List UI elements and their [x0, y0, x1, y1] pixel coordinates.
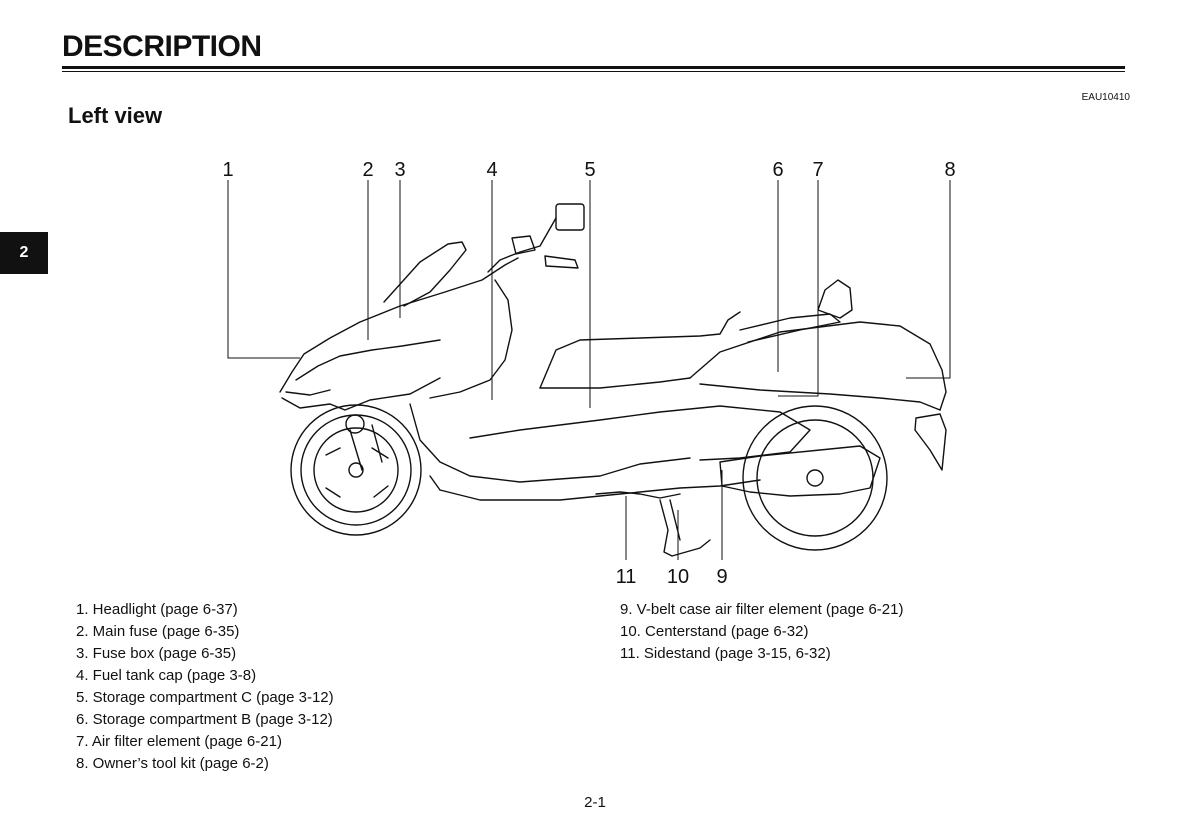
- rear-wheel-tire: [742, 405, 888, 551]
- callout-numbers: 1 2 3 4 5 6 7 8 11 10 9: [222, 159, 955, 588]
- legend-item: 2. Main fuse (page 6-35): [76, 623, 240, 640]
- callout-4: 4: [486, 159, 497, 181]
- callout-8: 8: [944, 159, 955, 181]
- legend-item: 7. Air filter element (page 6-21): [76, 733, 282, 750]
- section-subtitle: Left view: [68, 103, 163, 128]
- callout-6: 6: [772, 159, 783, 181]
- callout-10: 10: [667, 566, 689, 588]
- legend-item: 11. Sidestand (page 3-15, 6-32): [620, 645, 831, 662]
- chapter-tab: 2: [0, 232, 48, 274]
- callout-3: 3: [394, 159, 405, 181]
- page-title: DESCRIPTION: [62, 30, 262, 63]
- title-rule-thin: [62, 71, 1125, 72]
- legend-item: 3. Fuse box (page 6-35): [76, 645, 237, 662]
- callout-7: 7: [812, 159, 823, 181]
- front-wheel-tire: [290, 404, 422, 536]
- legend-item: 5. Storage compartment C (page 3-12): [76, 689, 334, 706]
- callout-1: 1: [222, 159, 233, 181]
- leader-lines: [227, 180, 951, 560]
- legend-left: 1. Headlight (page 6-37) 2. Main fuse (p…: [76, 599, 334, 775]
- callout-5: 5: [584, 159, 595, 181]
- legend-item: 10. Centerstand (page 6-32): [620, 623, 809, 640]
- callout-9: 9: [716, 566, 727, 588]
- callout-11: 11: [616, 566, 637, 588]
- legend-item: 6. Storage compartment B (page 3-12): [76, 711, 333, 728]
- callout-2: 2: [362, 159, 373, 181]
- legend-item: 4. Fuel tank cap (page 3-8): [76, 667, 257, 684]
- scooter-illustration: [279, 203, 947, 557]
- title-rule-thick: [62, 66, 1125, 69]
- legend-item: 8. Owner’s tool kit (page 6-2): [76, 755, 269, 772]
- legend-item: 1. Headlight (page 6-37): [76, 601, 238, 618]
- legend-item: 9. V-belt case air filter element (page …: [620, 601, 904, 618]
- document-code: EAU10410: [1081, 92, 1130, 103]
- legend-right: 9. V-belt case air filter element (page …: [620, 599, 903, 665]
- page-number: 2-1: [584, 794, 606, 811]
